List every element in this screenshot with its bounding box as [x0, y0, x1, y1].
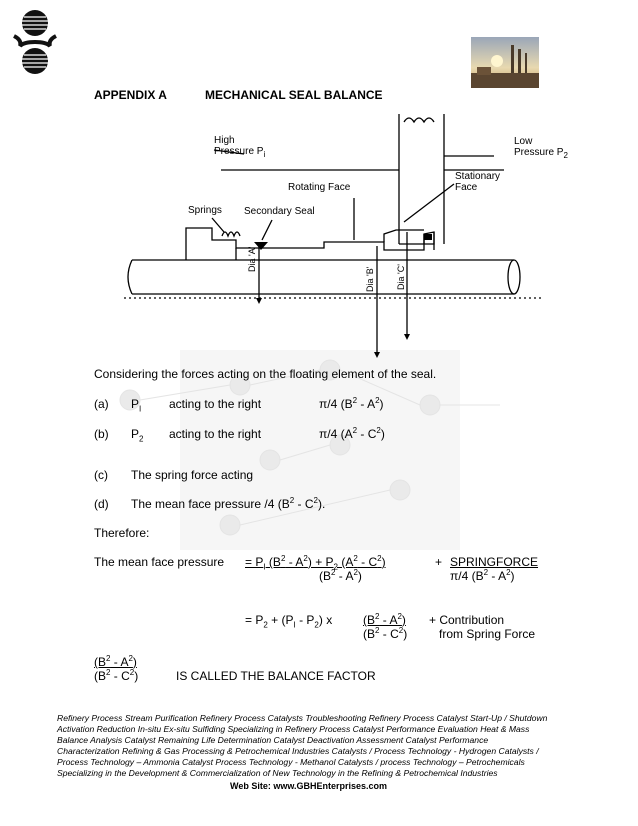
therefore-text: Therefore:: [94, 526, 150, 540]
item-c-label: (c): [94, 468, 108, 482]
item-d-label: (d): [94, 497, 109, 511]
dia-b-label: Dia 'B': [365, 266, 375, 292]
eq2-from-spring: from Spring Force: [439, 627, 536, 641]
eq2-contribution: + Contribution: [429, 613, 505, 627]
eq2-numerator: (B2 - A2): [363, 612, 406, 628]
eq1-plus: +: [435, 555, 443, 569]
item-b-text: acting to the right: [169, 427, 262, 441]
secondary-seal-label: Secondary Seal: [244, 206, 315, 217]
background-watermark: [119, 350, 500, 550]
mean-face-label: The mean face pressure: [94, 555, 225, 569]
eq2-denominator: (B2 - C2): [363, 626, 408, 642]
eq1-numerator: = PI (B2 - A2) + P2 (A2 - C2): [245, 554, 386, 572]
eq2-left: = P2 + (PI - P2) x: [245, 613, 333, 630]
item-b-formula: π/4 (A2 - C2): [319, 426, 385, 442]
stationary-face-label: Stationary Face: [455, 171, 501, 193]
intro-text: Considering the forces acting on the flo…: [94, 367, 437, 381]
item-a-text: acting to the right: [169, 397, 262, 411]
refinery-photo: [471, 37, 539, 88]
website-link[interactable]: Web Site: www.GBHEnterprises.com: [230, 781, 388, 791]
footer-text: Refinery Process Stream Purification Ref…: [57, 713, 548, 778]
company-logo: [13, 10, 57, 74]
springs-label: Springs: [188, 205, 222, 216]
item-a-formula: π/4 (B2 - A2): [319, 396, 384, 412]
rotating-face-label: Rotating Face: [288, 182, 351, 193]
seal-diagram: [124, 114, 544, 358]
item-a-var: PI: [131, 397, 142, 414]
balance-factor-text: IS CALLED THE BALANCE FACTOR: [176, 669, 376, 683]
eq1-denominator: (B2 - A2): [319, 568, 362, 584]
eq1-spring-denominator: π/4 (B2 - A2): [450, 568, 515, 584]
high-pressure-label: High Pressure Pi: [214, 135, 266, 159]
dia-c-label: Dia 'C': [396, 264, 406, 290]
item-b-label: (b): [94, 427, 109, 441]
appendix-label: APPENDIX A: [94, 88, 167, 102]
item-d-text: The mean face pressure /4 (B2 - C2).: [131, 496, 326, 512]
low-pressure-label: Low Pressure P2: [514, 136, 568, 160]
eq1-springforce: SPRINGFORCE: [450, 555, 539, 569]
dia-a-label: Dia 'A': [247, 246, 257, 272]
item-b-var: P2: [131, 427, 144, 444]
item-c-text: The spring force acting: [131, 468, 254, 482]
bf-denominator: (B2 - C2): [94, 668, 139, 684]
item-a-label: (a): [94, 397, 109, 411]
page-title: MECHANICAL SEAL BALANCE: [205, 88, 383, 102]
bf-numerator: (B2 - A2): [94, 654, 137, 670]
